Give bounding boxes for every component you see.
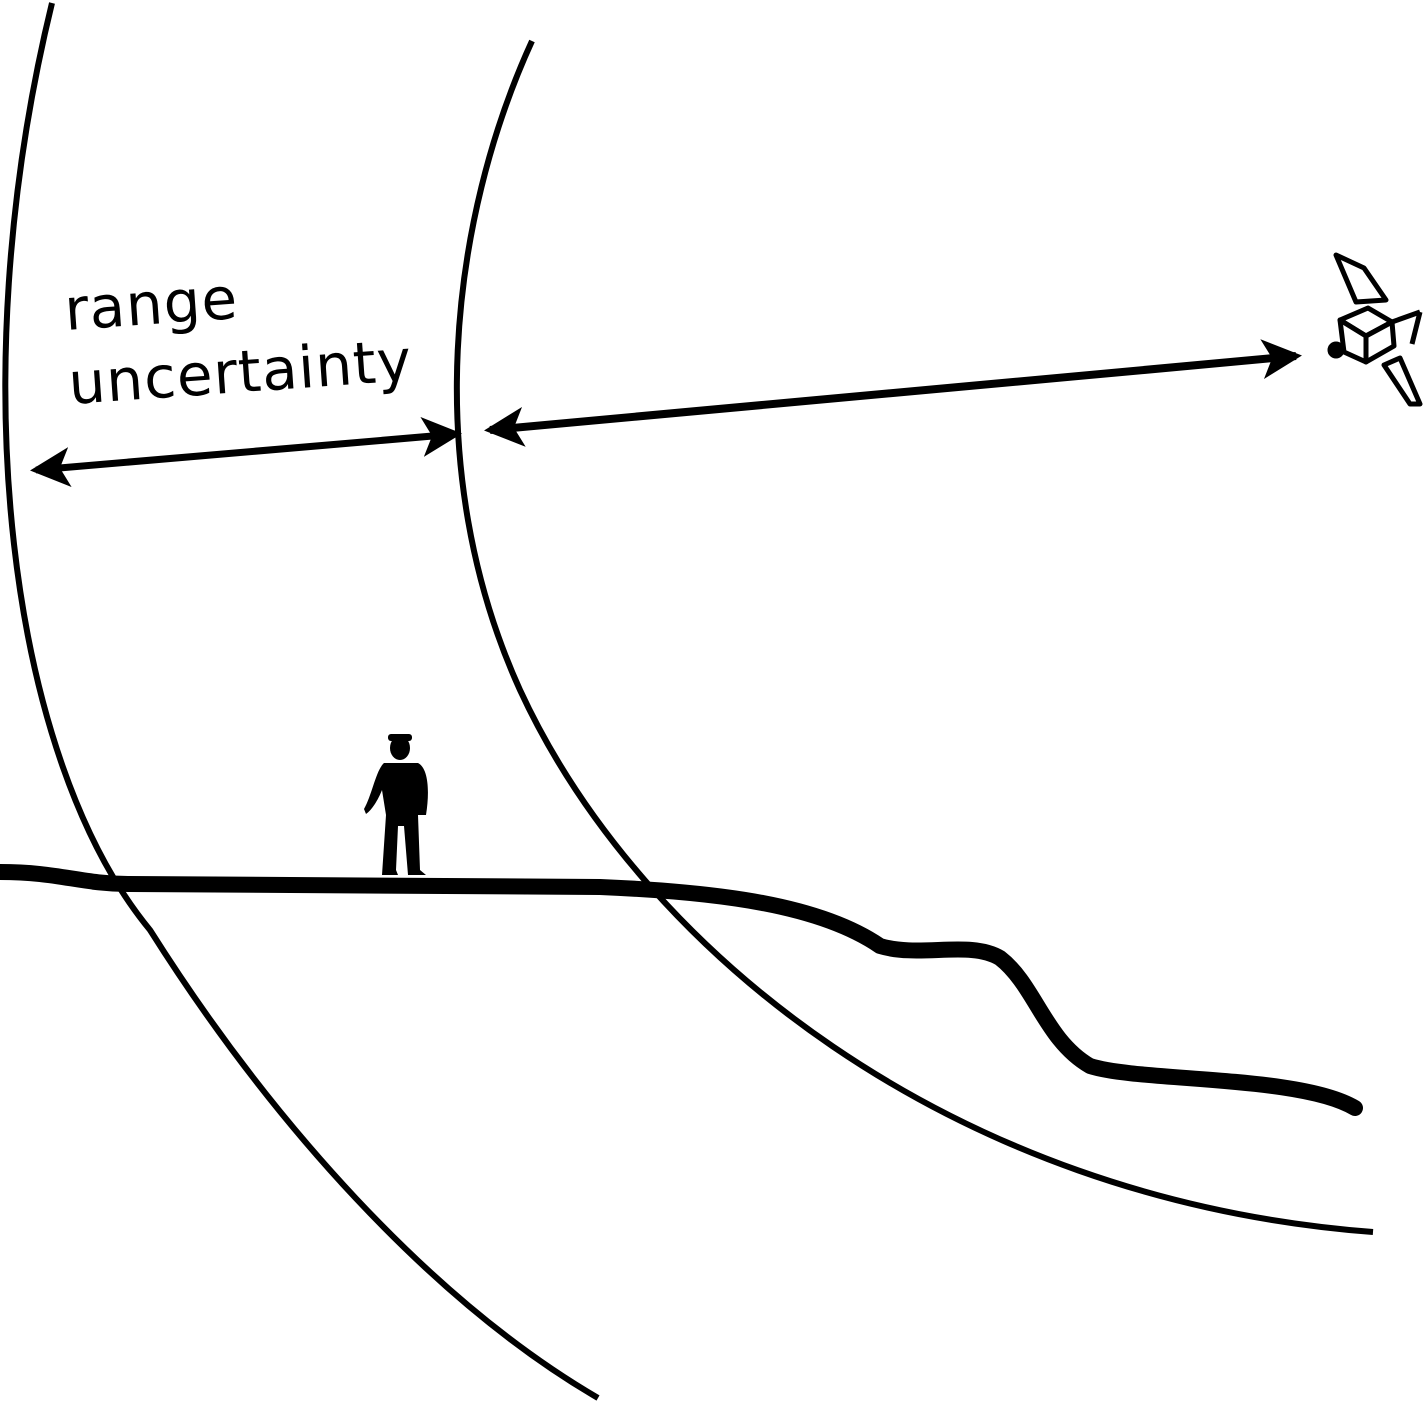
ground-line [0, 864, 1363, 1116]
satellite-icon [1327, 252, 1423, 407]
person-icon [364, 734, 428, 875]
inner-range-arc [453, 39, 1374, 1235]
range-uncertainty-arrow [30, 416, 462, 488]
range-label: range [62, 264, 240, 344]
outer-range-arc [2, 2, 600, 1401]
satellite-range-arrow [484, 339, 1302, 447]
